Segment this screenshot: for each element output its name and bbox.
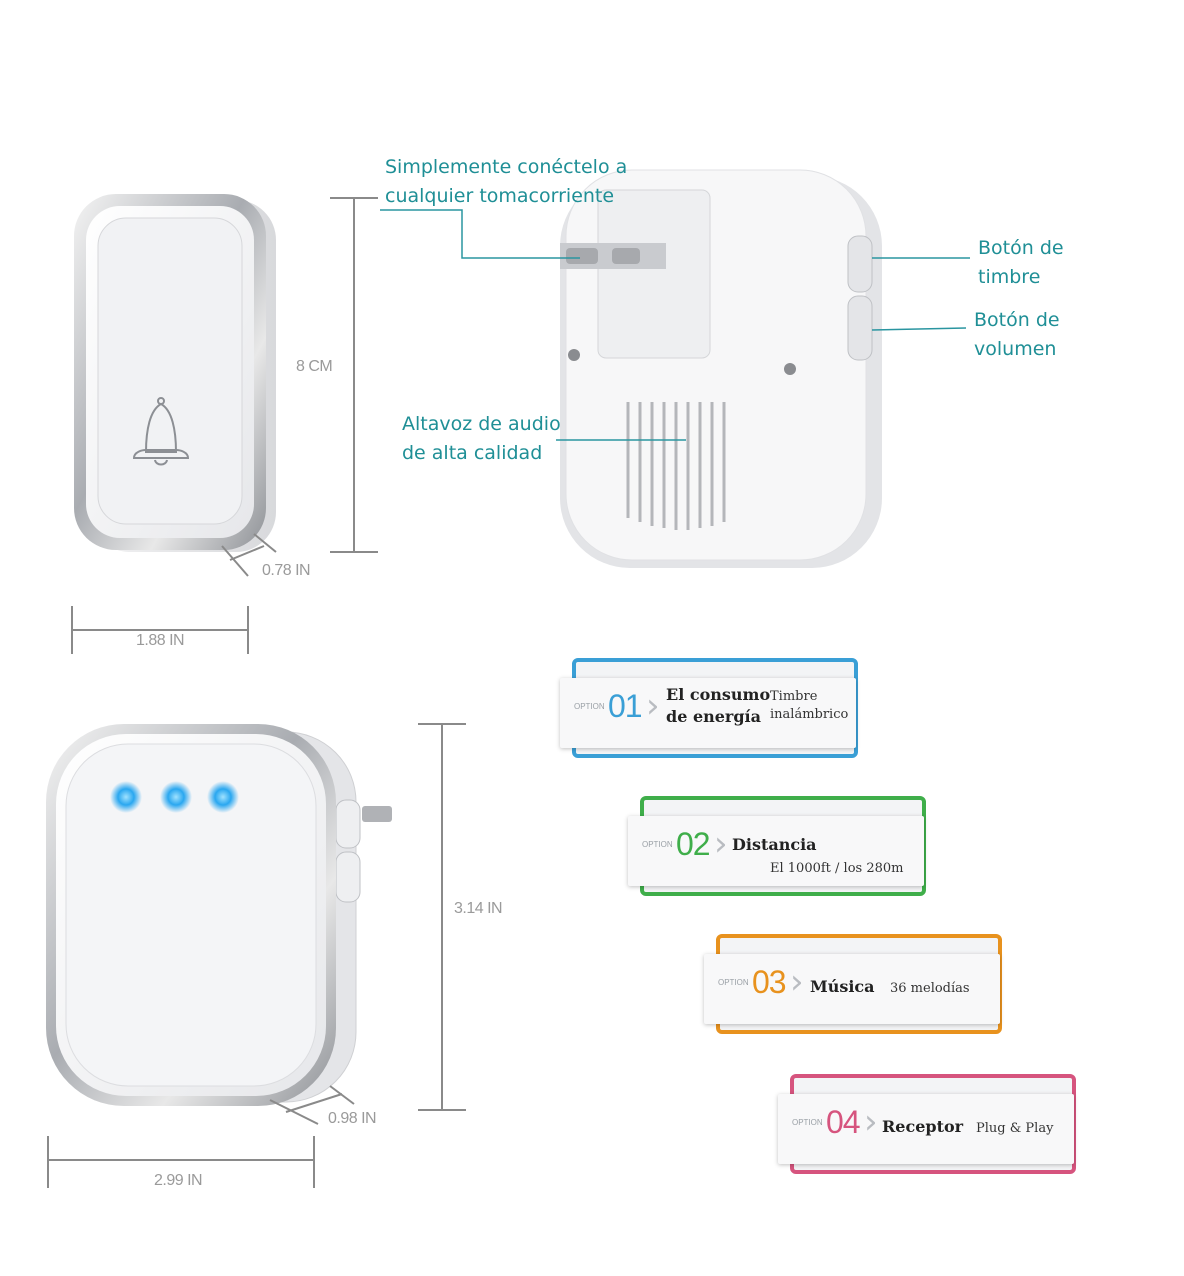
option-tag: OPTION bbox=[718, 978, 749, 987]
volume-button-callout: Botón de volumen bbox=[974, 306, 1060, 364]
led-indicator bbox=[110, 781, 142, 813]
option-tag: OPTION bbox=[792, 1118, 823, 1127]
plug-callout-line2: cualquier tomacorriente bbox=[385, 185, 615, 207]
receiver-dimension-lines bbox=[47, 723, 466, 1188]
transmitter-width-label: 1.88 IN bbox=[136, 632, 185, 649]
chevron-right-icon: › bbox=[714, 824, 728, 864]
option-description: El 1000ft / los 280m bbox=[770, 861, 904, 876]
chevron-right-icon: › bbox=[790, 962, 804, 1002]
option-title: El consumo de energía bbox=[666, 684, 770, 728]
option-description-line1: Timbre bbox=[770, 689, 818, 704]
chevron-right-icon: › bbox=[864, 1102, 878, 1142]
speaker-callout: Altavoz de audio de alta calidad bbox=[402, 410, 561, 468]
option-tag: OPTION bbox=[574, 702, 605, 711]
receiver-front-drawing bbox=[46, 724, 392, 1106]
transmitter-depth-label: 0.78 IN bbox=[262, 562, 311, 579]
callout-leader-lines bbox=[380, 209, 970, 441]
option-description: 36 melodías bbox=[890, 981, 970, 996]
transmitter-height-label: 8 CM bbox=[296, 358, 333, 375]
plug-callout: Simplemente conéctelo a cualquier tomaco… bbox=[385, 153, 627, 211]
option-number: 04 bbox=[826, 1104, 861, 1140]
option-title-line2: de energía bbox=[666, 707, 761, 726]
option-number: 01 bbox=[608, 688, 643, 724]
volume-button-callout-line2: volumen bbox=[974, 338, 1057, 360]
bell-button-callout-line1: Botón de bbox=[978, 237, 1064, 259]
receiver-depth-label: 0.98 IN bbox=[328, 1110, 377, 1127]
option-description: Timbre inalámbrico bbox=[770, 688, 848, 724]
transmitter-dimension-lines bbox=[71, 197, 378, 654]
option-card-01: OPTION 01 › El consumo de energía Timbre… bbox=[556, 656, 862, 760]
plug-callout-line1: Simplemente conéctelo a bbox=[385, 156, 628, 178]
transmitter-drawing bbox=[74, 194, 276, 552]
bell-icon bbox=[132, 397, 190, 466]
chevron-right-icon: › bbox=[646, 686, 660, 726]
bell-button-callout: Botón de timbre bbox=[978, 234, 1064, 292]
volume-button-callout-line1: Botón de bbox=[974, 309, 1060, 331]
receiver-width-label: 2.99 IN bbox=[154, 1172, 203, 1189]
option-card-02: OPTION 02 › Distancia El 1000ft / los 28… bbox=[624, 794, 930, 898]
receiver-height-label: 3.14 IN bbox=[454, 900, 503, 917]
bell-button-callout-line2: timbre bbox=[978, 266, 1041, 288]
speaker-callout-line1: Altavoz de audio bbox=[402, 413, 561, 435]
option-title: Música bbox=[810, 977, 875, 996]
option-title: Receptor bbox=[882, 1117, 964, 1136]
option-card-04: OPTION 04 › Receptor Plug & Play bbox=[774, 1072, 1080, 1176]
receiver-back-drawing bbox=[560, 169, 882, 568]
option-number: 02 bbox=[676, 826, 711, 862]
option-title: Distancia bbox=[732, 835, 817, 854]
option-card-03: OPTION 03 › Música 36 melodías bbox=[700, 932, 1006, 1036]
option-number: 03 bbox=[752, 964, 787, 1000]
option-description-line2: inalámbrico bbox=[770, 707, 849, 722]
speaker-callout-line2: de alta calidad bbox=[402, 442, 543, 464]
option-description: Plug & Play bbox=[976, 1121, 1054, 1136]
led-indicator bbox=[207, 781, 239, 813]
option-tag: OPTION bbox=[642, 840, 673, 849]
led-indicator bbox=[160, 781, 192, 813]
option-title-line1: El consumo bbox=[666, 685, 771, 704]
